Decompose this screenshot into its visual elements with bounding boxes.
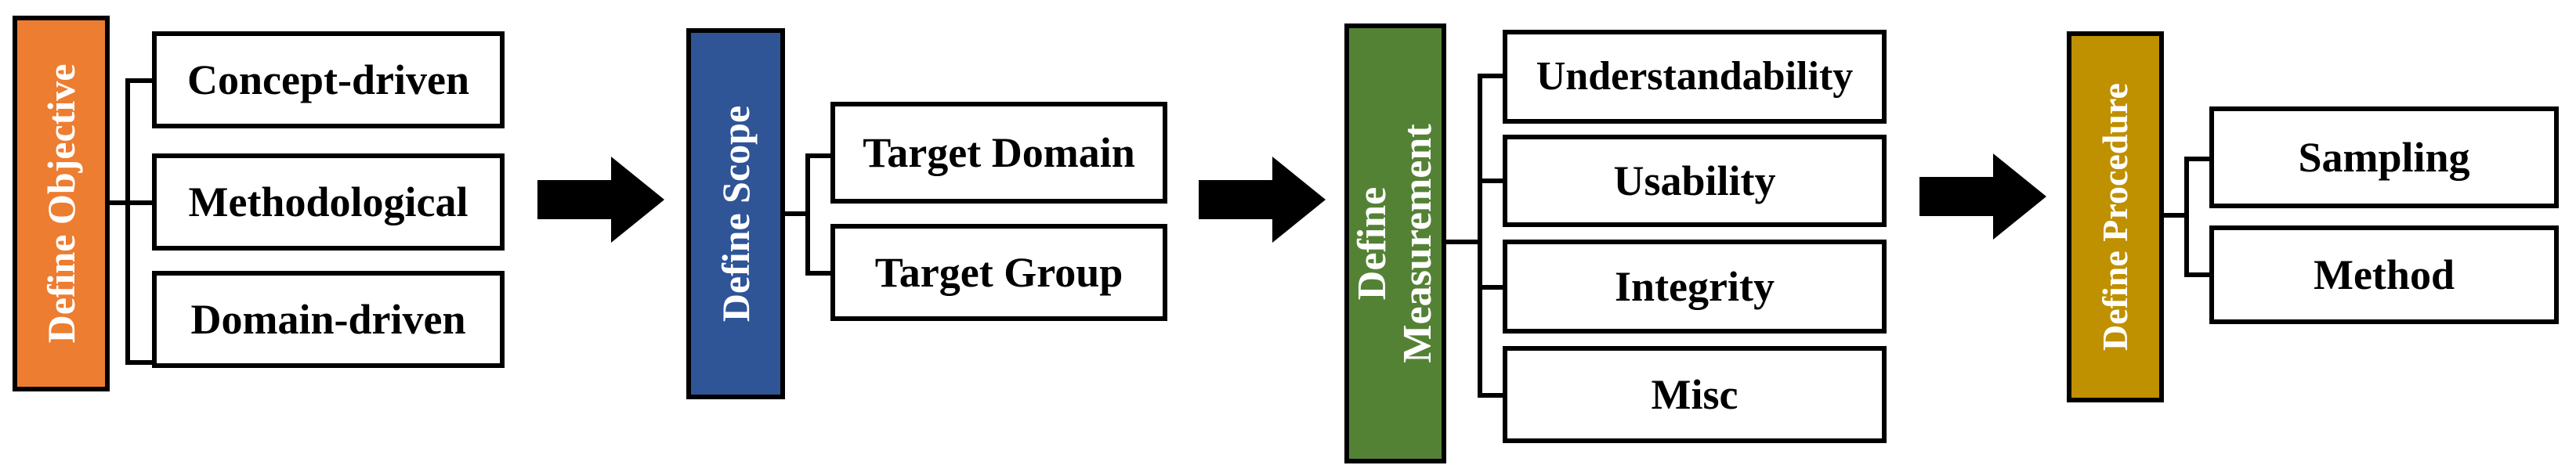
connector: [2184, 272, 2212, 277]
procedure-item-method: Method: [2209, 225, 2559, 324]
scope-item-target-group: Target Group: [830, 224, 1167, 321]
connector: [125, 360, 155, 365]
stage-define-objective: Define Objective: [13, 16, 110, 391]
stage-define-procedure: Define Procedure: [2067, 31, 2164, 402]
connector: [125, 200, 155, 205]
connector: [1478, 393, 1506, 398]
connector: [785, 211, 810, 216]
stage-title: Define Scope: [714, 105, 758, 323]
connector: [110, 200, 130, 205]
stage-title: Define Procedure: [2095, 83, 2135, 351]
objective-item-methodological: Methodological: [152, 153, 505, 251]
objective-item-domain-driven: Domain-driven: [152, 271, 505, 368]
connector: [2184, 157, 2189, 277]
objective-item-concept-driven: Concept-driven: [152, 31, 505, 128]
stage-title: Define Measurement: [1350, 124, 1440, 363]
connector: [125, 78, 155, 83]
connector: [1478, 74, 1482, 398]
right-arrow-icon: [1199, 157, 1326, 243]
stage-define-measurement: Define Measurement: [1344, 23, 1446, 463]
stage-define-scope: Define Scope: [686, 28, 785, 399]
stage-title: Define Objective: [39, 63, 83, 344]
connector: [2184, 157, 2212, 161]
connector: [805, 271, 834, 276]
connector: [1446, 240, 1482, 244]
measurement-item-misc: Misc: [1503, 346, 1887, 443]
measurement-item-understandability: Understandability: [1503, 30, 1887, 124]
scope-item-target-domain: Target Domain: [830, 102, 1167, 204]
connector: [1478, 285, 1506, 290]
connector: [125, 78, 130, 363]
connector: [805, 153, 810, 276]
procedure-item-sampling: Sampling: [2209, 106, 2559, 208]
measurement-item-integrity: Integrity: [1503, 240, 1887, 334]
connector: [1478, 178, 1506, 183]
connector: [1478, 74, 1506, 78]
connector: [805, 153, 834, 158]
connector: [2164, 213, 2189, 218]
right-arrow-icon: [537, 157, 664, 243]
measurement-item-usability: Usability: [1503, 135, 1887, 227]
right-arrow-icon: [1919, 153, 2046, 240]
